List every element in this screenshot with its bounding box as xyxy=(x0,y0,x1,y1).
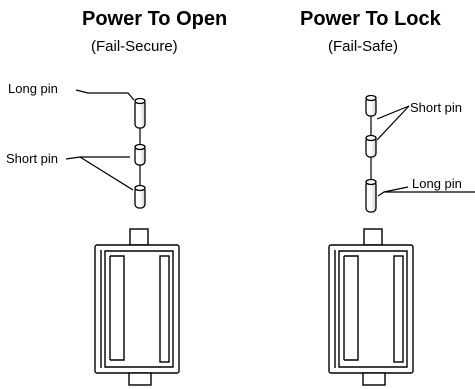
right-title: Power To Lock xyxy=(300,8,441,30)
left-subtitle: (Fail-Secure) xyxy=(91,38,178,55)
left-title: Power To Open xyxy=(82,8,228,30)
left-short-pin-icon-1 xyxy=(134,143,146,166)
left-pin-assembly xyxy=(134,97,146,209)
right-pin-assembly xyxy=(365,94,377,213)
right-short-pin-icon-2 xyxy=(365,134,377,158)
right-short-pin-icon-1 xyxy=(365,94,377,117)
right-long-pin-icon xyxy=(365,178,377,213)
right-door-strike-icon xyxy=(328,228,414,386)
right-callout-lines xyxy=(376,105,475,197)
left-short-pin-icon-2 xyxy=(134,184,146,209)
left-callout-lines xyxy=(65,89,135,191)
left-door-strike-icon xyxy=(94,228,180,386)
left-short-pin-label: Short pin xyxy=(6,151,59,166)
left-long-pin-label: Long pin xyxy=(8,81,58,96)
right-long-pin-label: Long pin xyxy=(412,176,462,191)
left-long-pin-icon xyxy=(134,97,146,129)
right-short-pin-label: Short pin xyxy=(410,100,463,115)
right-subtitle: (Fail-Safe) xyxy=(328,38,399,55)
